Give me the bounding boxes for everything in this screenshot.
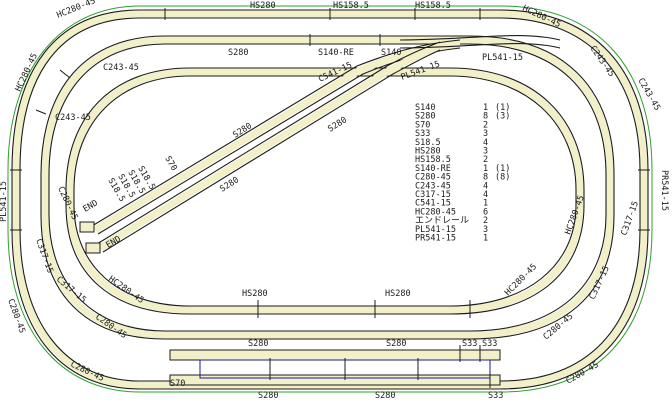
part-name: S70 — [415, 120, 430, 130]
part-extra: (1) — [495, 103, 510, 113]
label-hs158-top-2: HS158.5 — [415, 1, 451, 11]
label-pl541-left: PL541-15 — [0, 181, 9, 222]
label-hs280-top: HS280 — [250, 1, 276, 11]
part-name: C317-15 — [415, 190, 451, 200]
part-name: C541-15 — [415, 199, 451, 209]
label-c243-tl: C243-45 — [103, 63, 139, 73]
label-s280-spur-2: S280 — [326, 115, 349, 134]
end-rail-1 — [79, 221, 95, 233]
part-qty: 4 — [483, 138, 488, 148]
part-name: HS280 — [415, 147, 441, 157]
label-s140re: S140-RE — [318, 48, 354, 58]
label-pl541-top: PL541-15 — [482, 53, 523, 63]
innermost-oval-track — [65, 67, 585, 315]
label-s280-spur-3: S280 — [218, 175, 241, 194]
label-end-1: END — [82, 198, 100, 214]
part-name: HC280-45 — [415, 207, 456, 217]
part-extra: (8) — [495, 173, 510, 183]
part-name: C243-45 — [415, 181, 451, 191]
part-name: S33 — [415, 129, 430, 139]
label-s280-b3: S280 — [258, 391, 278, 400]
part-qty: 6 — [483, 207, 488, 217]
part-qty: 1 — [483, 103, 488, 113]
turnout-top-right — [399, 35, 561, 49]
label-s70-spur: S70 — [162, 155, 178, 173]
part-name: エンドレール — [415, 216, 469, 226]
part-qty: 2 — [483, 216, 488, 226]
label-s280-inner-top: S280 — [228, 48, 248, 58]
label-c317-r1: C317-15 — [619, 200, 641, 237]
part-name: C280-45 — [415, 173, 451, 183]
outer-boundary-line — [7, 5, 653, 393]
part-extra: (1) — [495, 164, 510, 174]
part-extra: (3) — [495, 112, 510, 122]
part-name: S140 — [415, 103, 435, 113]
label-c243-left: C243-45 — [55, 113, 91, 123]
end-rail-2 — [85, 242, 101, 254]
label-s70-bot: S70 — [170, 379, 185, 389]
part-qty: 8 — [483, 173, 488, 183]
label-s280-b4: S280 — [375, 391, 395, 400]
label-s140: S140 — [381, 48, 401, 58]
part-qty: 2 — [483, 155, 488, 165]
part-qty: 2 — [483, 120, 488, 130]
label-hs280-bot-2: HS280 — [385, 289, 411, 299]
part-qty: 3 — [483, 147, 488, 157]
part-qty: 4 — [483, 181, 488, 191]
part-name: S140-RE — [415, 164, 451, 174]
inner-oval-track — [40, 35, 615, 340]
part-name: PR541-15 — [415, 234, 456, 244]
part-name: S18.5 — [415, 138, 441, 148]
part-qty: 4 — [483, 190, 488, 200]
part-qty: 3 — [483, 129, 488, 139]
part-qty: 8 — [483, 112, 488, 122]
rail-joints — [10, 8, 650, 388]
part-name: PL541-15 — [415, 225, 456, 235]
part-qty: 3 — [483, 225, 488, 235]
part-name: HS158.5 — [415, 155, 451, 165]
part-qty: 1 — [483, 199, 488, 209]
spur-sidings — [79, 39, 461, 254]
label-s33-b3: S33 — [488, 391, 503, 400]
label-s280-b2: S280 — [386, 339, 406, 349]
label-hs280-bot-1: HS280 — [242, 289, 268, 299]
part-qty: 1 — [483, 164, 488, 174]
bottom-straights — [169, 349, 501, 386]
part-name: S280 — [415, 112, 435, 122]
part-qty: 1 — [483, 234, 488, 244]
label-hs158-top-1: HS158.5 — [333, 1, 369, 11]
label-s33-b2: S33 — [482, 339, 497, 349]
label-s280-b1: S280 — [248, 339, 268, 349]
label-pr541-right: PR541-15 — [659, 170, 669, 211]
label-s33-b1: S33 — [462, 339, 477, 349]
